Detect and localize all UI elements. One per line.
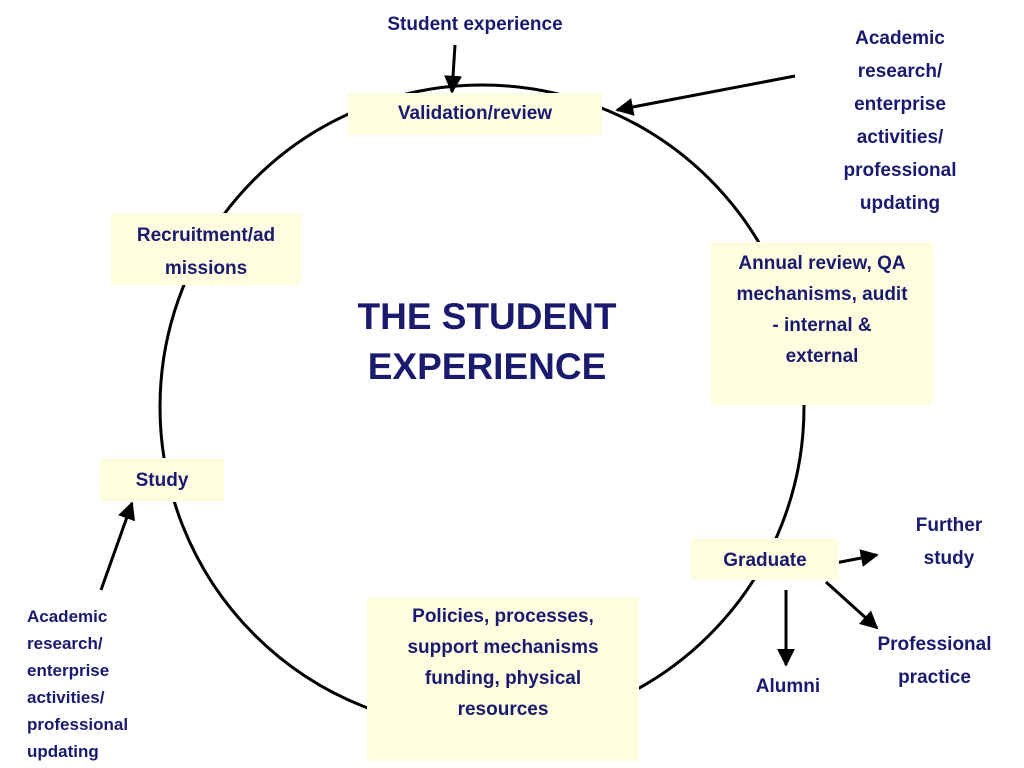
arrow-graduate-to-professional	[824, 580, 879, 630]
annual-review-line-4: external	[785, 346, 859, 367]
professional-practice-line-1: Professional	[877, 634, 992, 655]
student-experience-label: Student experience	[355, 8, 595, 41]
validation-review-box: Validation/review	[348, 93, 602, 135]
policies-box: Policies, processes, support mechanisms …	[367, 597, 639, 761]
academic-bottom-line-5: professional	[27, 715, 129, 734]
recruitment-admissions-box: Recruitment/ad missions	[111, 213, 301, 285]
graduate-label: Graduate	[723, 550, 807, 571]
study-label: Study	[135, 470, 189, 491]
graduate-box: Graduate	[691, 538, 839, 580]
academic-research-bottom-label: Academic research/ enterprise activities…	[27, 603, 177, 765]
alumni-label: Alumni	[733, 670, 843, 703]
academic-top-line-2: research/	[857, 61, 943, 82]
study-box: Study	[100, 458, 224, 502]
arrow-academic-to-study	[99, 501, 136, 591]
further-study-line-2: study	[923, 548, 975, 569]
academic-top-line-1: Academic	[855, 28, 945, 49]
academic-top-line-3: enterprise	[854, 94, 946, 115]
arrow-student-to-validation	[444, 44, 463, 94]
annual-review-line-2: mechanisms, audit	[736, 284, 908, 305]
title-line-2: EXPERIENCE	[367, 346, 607, 387]
further-study-line-1: Further	[915, 515, 983, 536]
policies-line-1: Policies, processes,	[412, 606, 594, 627]
policies-line-2: support mechanisms	[407, 637, 599, 658]
recruitment-line-2: missions	[164, 258, 248, 279]
professional-practice-line-2: practice	[898, 667, 971, 688]
arrow-academic-to-validation	[615, 74, 796, 116]
academic-bottom-line-4: activities/	[27, 688, 105, 707]
academic-top-line-4: activities/	[856, 127, 944, 148]
academic-bottom-line-6: updating	[27, 742, 99, 761]
academic-research-top-label: Academic research/ enterprise activities…	[815, 22, 985, 220]
diagram-title: THE STUDENT EXPERIENCE	[312, 292, 662, 392]
academic-bottom-line-3: enterprise	[27, 661, 110, 680]
alumni-text: Alumni	[755, 676, 821, 697]
academic-bottom-line-1: Academic	[27, 607, 108, 626]
recruitment-line-1: Recruitment/ad	[136, 225, 276, 246]
student-experience-text: Student experience	[387, 14, 563, 35]
academic-bottom-line-2: research/	[27, 634, 103, 653]
academic-top-line-5: professional	[843, 160, 957, 181]
policies-line-3: funding, physical	[424, 668, 582, 689]
annual-review-line-3: - internal &	[772, 315, 872, 336]
policies-line-4: resources	[457, 699, 549, 720]
annual-review-line-1: Annual review, QA	[738, 253, 906, 274]
title-line-1: THE STUDENT	[357, 296, 617, 337]
further-study-label: Further study	[889, 509, 1009, 575]
annual-review-box: Annual review, QA mechanisms, audit - in…	[711, 242, 933, 405]
professional-practice-label: Professional practice	[862, 628, 1007, 694]
validation-review-label: Validation/review	[397, 103, 553, 124]
academic-top-line-6: updating	[859, 193, 941, 214]
